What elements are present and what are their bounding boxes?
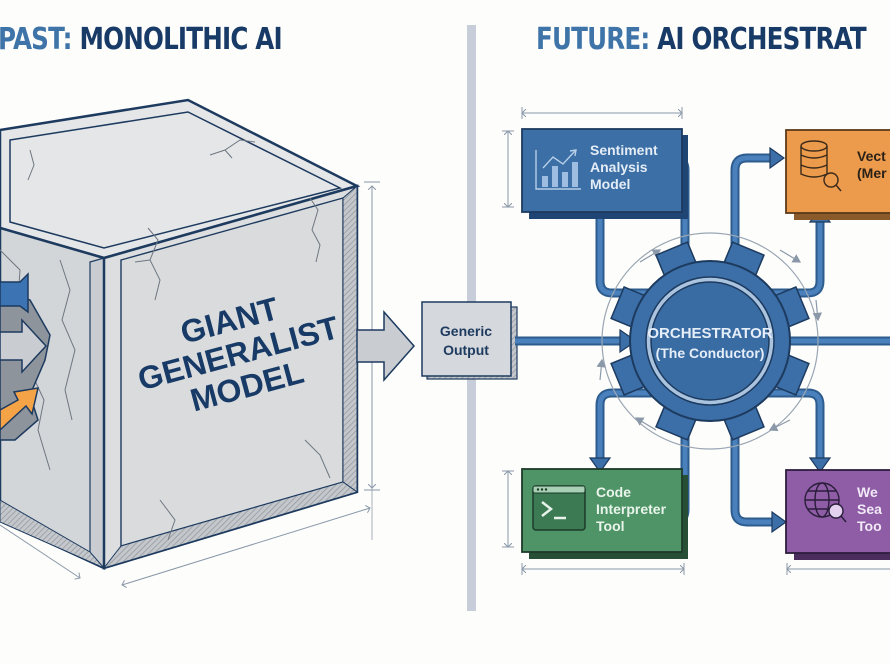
future-title: FUTURE: AI ORCHESTRAT xyxy=(536,22,867,57)
orchestrator-subtitle: (The Conductor) xyxy=(656,345,765,361)
arrowhead-to-code xyxy=(588,457,612,474)
input-arrows xyxy=(0,272,48,432)
future-title-rest: AI ORCHESTRAT xyxy=(657,22,867,57)
node-code-interpreter: Code Interpreter Tool xyxy=(521,468,688,559)
web-line-1: We xyxy=(857,484,878,500)
node-sentiment-analysis: Sentiment Analysis Model xyxy=(521,128,688,219)
sentiment-line-1: Sentiment xyxy=(590,142,658,158)
vector-line-1: Vect xyxy=(857,148,886,164)
past-title-rest: MONOLITHIC AI xyxy=(79,22,282,57)
code-line-3: Tool xyxy=(596,518,625,534)
chart-icon xyxy=(535,149,581,190)
sentiment-line-3: Model xyxy=(590,176,630,192)
vector-line-2: (Mer xyxy=(857,165,887,181)
code-line-1: Code xyxy=(596,484,631,500)
node-vector-memory: Vect (Mer xyxy=(785,129,890,220)
node-web-search: We Sea Too xyxy=(785,469,890,560)
past-title: PAST: MONOLITHIC AI xyxy=(0,22,283,57)
blue-input-arrow xyxy=(0,272,29,314)
arrowhead-vector-side xyxy=(769,146,786,170)
globe-search-icon xyxy=(804,482,847,523)
future-title-lead: FUTURE: xyxy=(536,22,650,57)
orbit-circle xyxy=(601,232,819,450)
arrowhead-into-orchestrator xyxy=(619,328,638,354)
code-line-2: Interpreter xyxy=(596,501,667,517)
gray-input-arrow xyxy=(0,318,48,374)
sentiment-line-2: Analysis xyxy=(590,159,648,175)
web-line-2: Sea xyxy=(857,501,882,517)
orange-input-arrow xyxy=(0,387,39,432)
orchestrator-title: ORCHESTRATOR xyxy=(647,325,772,342)
arrowhead-to-web xyxy=(808,457,832,474)
generic-output-line-1: Generic xyxy=(440,323,492,339)
arrowhead-web-side xyxy=(771,510,788,534)
output-arrow xyxy=(356,310,416,382)
orchestrator-gear: ORCHESTRATOR (The Conductor) xyxy=(610,241,810,441)
database-search-icon xyxy=(800,140,842,192)
dimension-lines xyxy=(502,107,890,575)
generic-output-line-2: Output xyxy=(443,342,489,358)
generic-output-box: Generic Output xyxy=(421,301,518,380)
terminal-icon xyxy=(532,485,586,531)
past-title-lead: PAST: xyxy=(0,22,73,57)
monolithic-cube xyxy=(0,98,361,570)
web-line-3: Too xyxy=(857,518,882,534)
